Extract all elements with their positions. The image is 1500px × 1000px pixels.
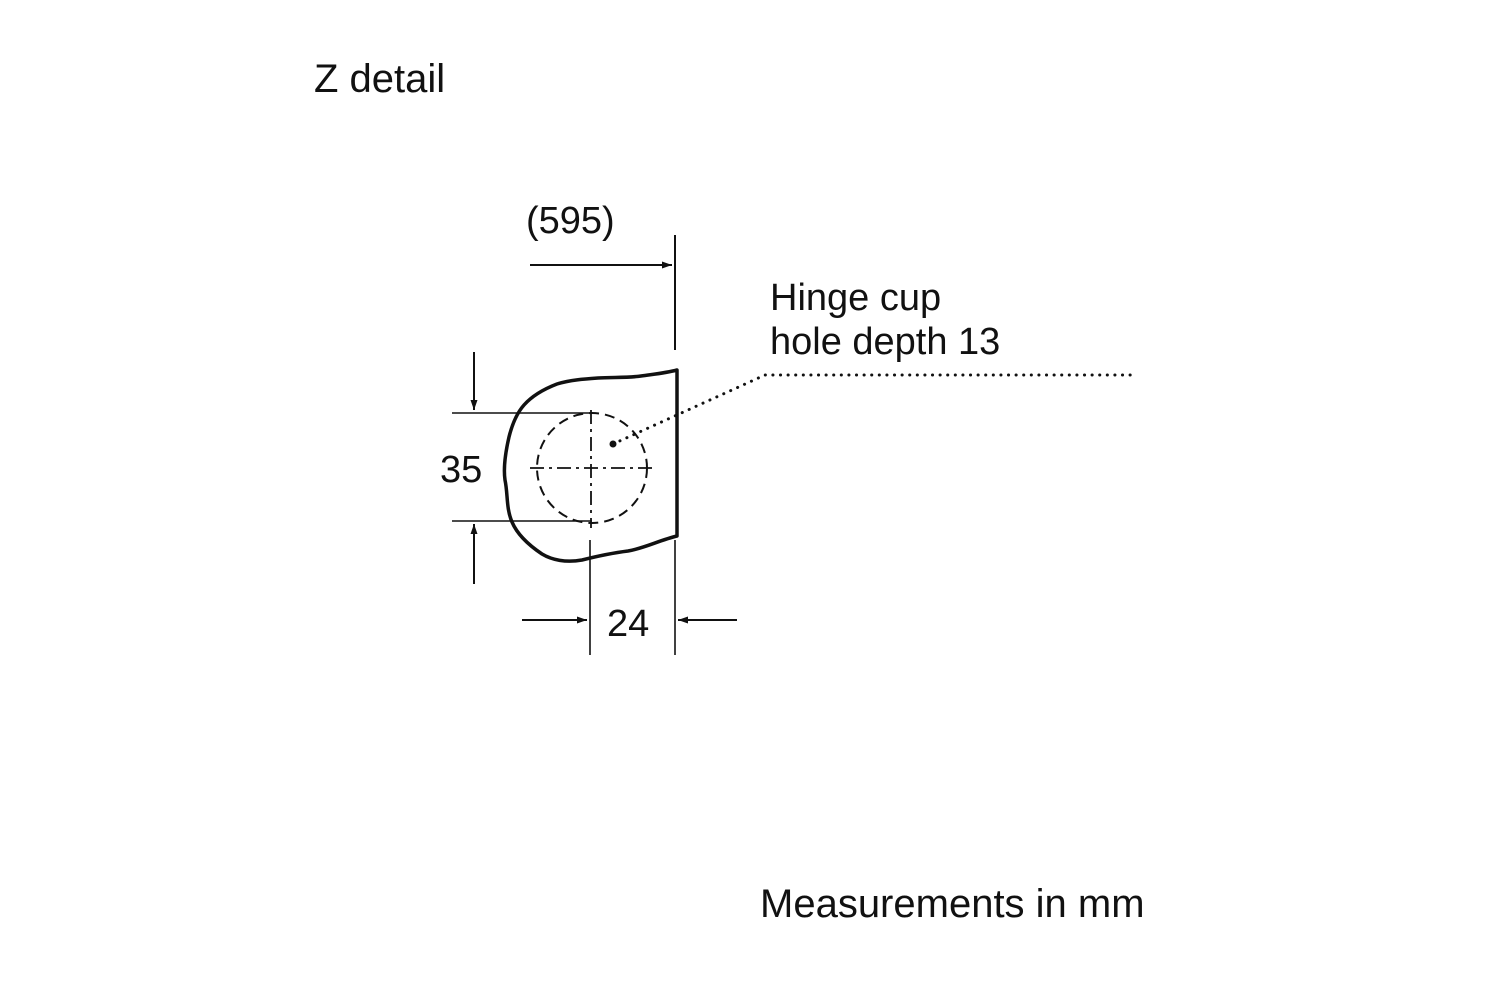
dimension-label-35: 35 — [440, 449, 482, 491]
panel-cutaway-outline — [502, 368, 679, 563]
dimension-label-24: 24 — [607, 603, 649, 645]
units-note: Measurements in mm — [760, 882, 1145, 926]
annotation-line-2: hole depth 13 — [770, 321, 1000, 363]
diagram-title: Z detail — [314, 57, 445, 101]
dimension-label-595: (595) — [526, 200, 615, 242]
annotation-leader-line — [611, 373, 1139, 446]
annotation-line-1: Hinge cup — [770, 277, 941, 319]
